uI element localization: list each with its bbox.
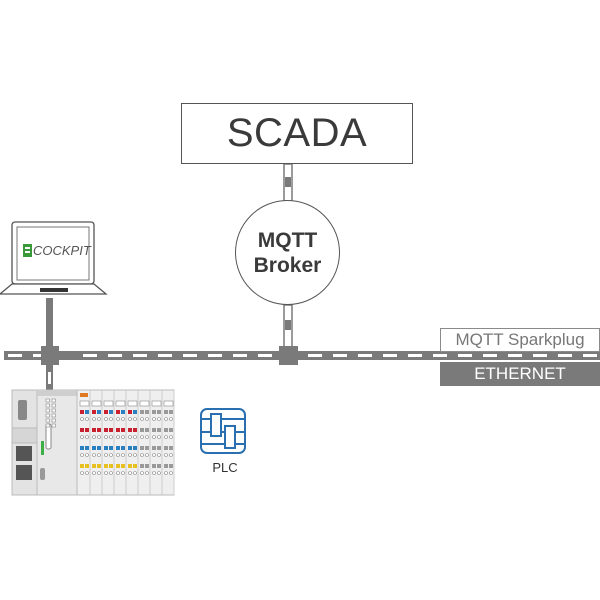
legend-sparkplug: MQTT Sparkplug	[440, 328, 600, 352]
bus-dash	[383, 354, 397, 357]
bus-dash	[483, 354, 497, 357]
cockpit-app-label: COCKPIT	[33, 243, 91, 258]
scada-broker-link	[283, 163, 293, 202]
bus-dash	[408, 354, 422, 357]
bus-dash	[558, 354, 572, 357]
bus-dash	[33, 354, 47, 357]
bus-dash	[83, 354, 97, 357]
laptop-icon	[0, 221, 108, 295]
broker-bus-link	[283, 304, 293, 349]
plc-controller-hardware	[11, 389, 175, 496]
plc-label: PLC	[212, 460, 238, 475]
bus-dash	[183, 354, 197, 357]
bus-dash	[333, 354, 347, 357]
scada-label: SCADA	[226, 111, 368, 155]
bus-dash	[258, 354, 272, 357]
mqtt-broker-node: MQTT Broker	[235, 200, 340, 305]
laptop-bus-link	[46, 298, 53, 348]
bus-dash	[8, 354, 22, 357]
wago-logo-icon	[41, 441, 44, 455]
bus-dash	[433, 354, 447, 357]
laptop-junction	[41, 346, 59, 365]
bus-dash	[208, 354, 222, 357]
bus-dash	[358, 354, 372, 357]
bus-dash	[533, 354, 547, 357]
ethernet-bus	[4, 351, 600, 360]
plc-bus-link	[46, 365, 53, 390]
broker-label-line2: Broker	[253, 253, 322, 277]
bus-dash	[308, 354, 322, 357]
bus-dash	[583, 354, 597, 357]
cockpit-logo-icon	[23, 244, 32, 257]
bus-dash	[458, 354, 472, 357]
bus-dash	[158, 354, 172, 357]
legend-ethernet: ETHERNET	[440, 362, 600, 386]
bus-dash	[133, 354, 147, 357]
scada-node: SCADA	[181, 103, 413, 164]
broker-label-line1: MQTT	[257, 228, 318, 252]
bus-dash	[233, 354, 247, 357]
plc-program-icon	[200, 408, 246, 454]
bus-dash	[508, 354, 522, 357]
legend-ethernet-label: ETHERNET	[474, 364, 566, 383]
broker-junction	[279, 346, 298, 365]
bus-dash	[108, 354, 122, 357]
legend-sparkplug-label: MQTT Sparkplug	[455, 330, 585, 349]
